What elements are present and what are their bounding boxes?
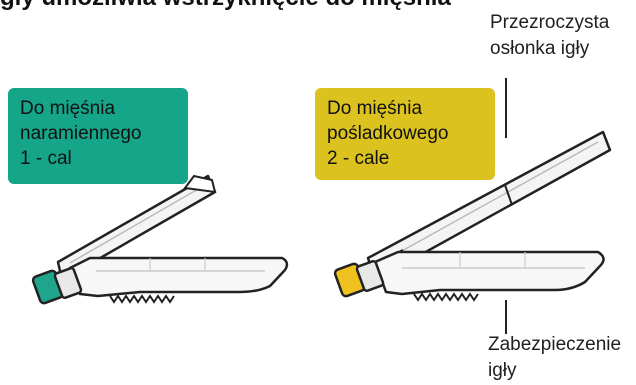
gluteal-label-line1: Do mięśnia	[327, 98, 423, 119]
needle-cap-callout-line2: osłonka igły	[490, 38, 590, 59]
gluteal-label-line3: 2 - cale	[327, 148, 390, 169]
safety-device-callout: Zabezpieczenie igły	[488, 332, 636, 384]
cropped-heading: gły umożliwia wstrzyknięcie do mięśnia	[0, 0, 500, 14]
safety-device-leader-line	[505, 300, 507, 334]
needle-cap-callout: Przezroczysta osłonka igły	[490, 10, 630, 62]
needle-cap-left	[56, 174, 217, 282]
safety-device-callout-line1: Zabezpieczenie	[488, 334, 622, 355]
deltoid-label-line2: naramiennego	[20, 123, 142, 144]
safety-device-right	[373, 250, 605, 302]
safety-device-left	[68, 256, 289, 304]
safety-device-callout-line2: igły	[488, 360, 517, 381]
deltoid-label: Do mięśnia naramiennego 1 - cal	[8, 88, 188, 184]
gluteal-label: Do mięśnia pośladkowego 2 - cale	[315, 88, 495, 180]
deltoid-label-line1: Do mięśnia	[20, 98, 116, 119]
needle-hub-right	[333, 259, 385, 298]
needle-cap-leader-line	[505, 78, 507, 138]
gluteal-label-line2: pośladkowego	[327, 123, 449, 144]
needle-hub-left	[31, 266, 83, 305]
needle-cap-callout-line1: Przezroczysta	[490, 12, 610, 33]
deltoid-label-line3: 1 - cal	[20, 148, 72, 169]
